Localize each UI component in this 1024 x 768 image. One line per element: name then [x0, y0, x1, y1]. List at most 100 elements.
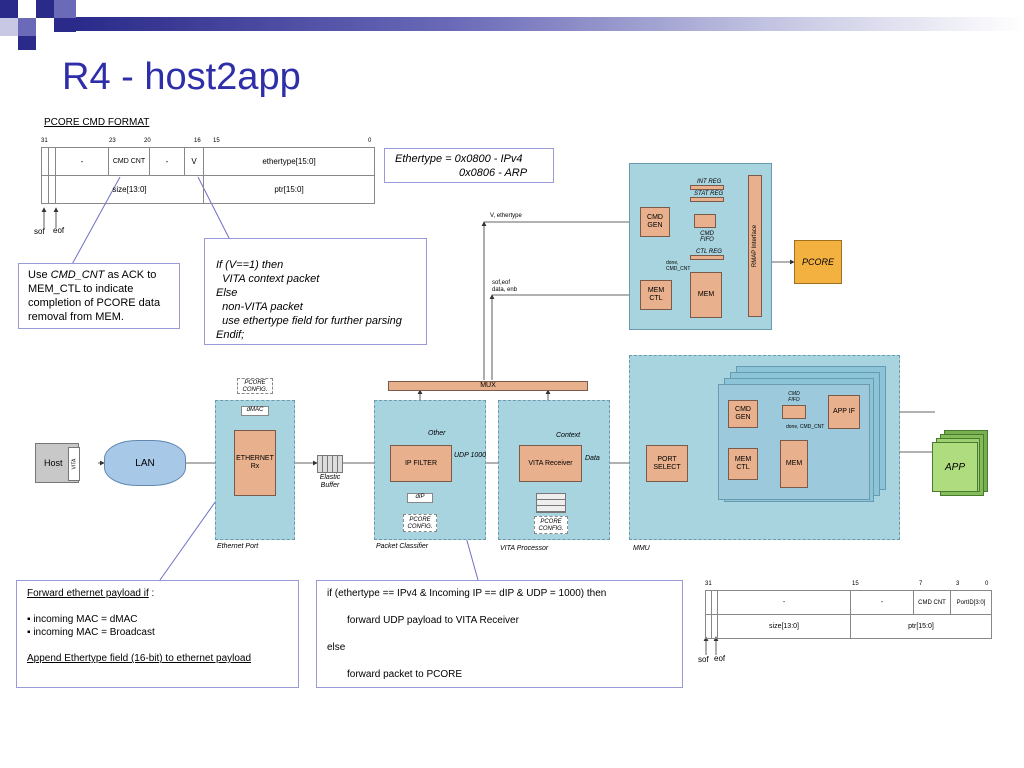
- elastic-buffer: [317, 455, 343, 473]
- ctl-reg-label: CTL REG: [696, 249, 722, 255]
- cmdcnt-pre: Use: [28, 269, 51, 281]
- header-square: [54, 0, 76, 18]
- ctl-reg-block: [690, 255, 724, 260]
- forward-item: ▪ incoming MAC = Broadcast: [27, 627, 155, 638]
- pc-pcore-config: PCORE CONFIG.: [403, 514, 437, 532]
- ethertype-note: Ethertype = 0x0800 - IPv4 0x0806 - ARP: [384, 148, 554, 183]
- ethertype-line2: 0x0806 - ARP: [459, 167, 528, 179]
- eof-label-b: eof: [714, 654, 726, 663]
- other-label: Other: [428, 430, 446, 437]
- mux-block: MUX: [388, 381, 588, 391]
- ethernet-port-label: Ethernet Port: [217, 543, 259, 550]
- pcore-block: PCORE: [794, 240, 842, 284]
- cell-dash: -: [149, 147, 185, 176]
- bit-16: 16: [194, 138, 201, 144]
- eth-pcore-config: PCORE CONFIG.: [237, 378, 273, 394]
- vita-processor-label: VITA Processor: [500, 545, 549, 552]
- app-block: APP: [932, 442, 978, 492]
- bit-7-b: 7: [919, 581, 923, 587]
- if-line: if (ethertype == IPv4 & Incoming IP == d…: [327, 588, 607, 599]
- cmd-fifo-block: [694, 214, 716, 228]
- signal-sof-eof: sof,eof: [492, 280, 511, 286]
- header-square: [18, 36, 36, 50]
- sof-label-b: sof: [698, 655, 709, 664]
- packet-classifier-label: Packet Classifier: [376, 543, 429, 550]
- int-reg-block: [690, 185, 724, 190]
- bit-31: 31: [41, 138, 48, 144]
- bit-23: 23: [109, 138, 116, 144]
- stat-reg-block: [690, 197, 724, 202]
- forward-colon: :: [148, 588, 155, 599]
- cmdcnt-post: as ACK to MEM_CTL to indicate completion…: [28, 269, 161, 323]
- signal-data-enb: data, enb: [492, 287, 518, 293]
- bit-31-b: 31: [705, 581, 712, 587]
- cmdcnt-note: Use CMD_CNT as ACK to MEM_CTL to indicat…: [18, 263, 180, 329]
- forward-item: ▪ incoming MAC = dMAC: [27, 614, 138, 625]
- data-label: Data: [585, 455, 600, 462]
- bit-0: 0: [368, 138, 372, 144]
- cmd-gen-block: CMD GEN: [640, 207, 670, 237]
- ip-filter-block: IP FILTER: [390, 445, 452, 482]
- bit-3-b: 3: [956, 581, 960, 587]
- cell-ptr-b: ptr[15:0]: [850, 614, 992, 639]
- bit-15: 15: [213, 138, 220, 144]
- elastic-buffer-label: Elastic Buffer: [319, 474, 341, 489]
- cell-portid: PortID[3:0]: [950, 590, 992, 615]
- bit-15-b: 15: [852, 581, 859, 587]
- signal-v-ethertype: V, ethertype: [490, 213, 522, 219]
- vp-pcore-config: PCORE CONFIG.: [534, 516, 568, 534]
- header-square: [0, 18, 18, 36]
- cell-ethertype: ethertype[15:0]: [203, 147, 375, 176]
- cell-size-b: size[13:0]: [717, 614, 851, 639]
- vita-buffer: [536, 493, 566, 513]
- cell-dash: -: [850, 590, 914, 615]
- mmu-cmd-fifo-block: [782, 405, 806, 419]
- format-table-bottom: - - CMD CNT PortID[3:0] size[13:0] ptr[1…: [705, 590, 992, 639]
- int-reg-label: INT REG: [697, 179, 722, 185]
- vita-line: Endif;: [216, 329, 245, 341]
- ethertype-line1: Ethertype = 0x0800 - IPv4: [395, 153, 523, 165]
- bit-20: 20: [144, 138, 151, 144]
- header-square: [0, 0, 18, 18]
- cmd-fifo-label: CMD FIFO: [700, 231, 714, 243]
- mem-ctl-block: MEM CTL: [640, 280, 672, 310]
- header-square: [54, 18, 76, 32]
- header-square: [18, 18, 36, 36]
- mmu-done-label: done, CMD_CNT: [786, 424, 825, 430]
- done-label: done, CMD_CNT: [666, 260, 691, 272]
- vita-tag: VITA: [68, 447, 80, 481]
- cell-dash: -: [717, 590, 851, 615]
- mmu-cmd-fifo-label: CMD FIFO: [788, 391, 800, 403]
- cell-cmdcnt: CMD CNT: [108, 147, 150, 176]
- forward-append: Append Ethertype field (16-bit) to ether…: [27, 653, 252, 664]
- header-gradient-bar: [75, 17, 1024, 31]
- header-square: [36, 0, 54, 18]
- cell-v: V: [184, 147, 204, 176]
- vita-receiver-block: VITA Receiver: [519, 445, 582, 482]
- mmu-mem-block: MEM: [780, 440, 808, 488]
- dmac-box: dMAC: [241, 406, 269, 416]
- vita-line: VITA context packet: [216, 273, 320, 285]
- forward-title: Forward ethernet payload if: [27, 588, 149, 599]
- udp-label: UDP 1000: [454, 452, 487, 459]
- cmdcnt-em: CMD_CNT: [50, 269, 105, 281]
- port-select-block: PORT SELECT: [646, 445, 688, 482]
- cell-cmdcnt-b: CMD CNT: [913, 590, 951, 615]
- if-line: else: [327, 642, 346, 653]
- mmu-cmd-gen-block: CMD GEN: [728, 400, 758, 428]
- format-heading: PCORE CMD FORMAT: [44, 117, 150, 128]
- dip-box: dIP: [407, 493, 433, 503]
- eof-label: eof: [53, 226, 65, 235]
- sof-label: sof: [34, 227, 45, 236]
- bit-0-b: 0: [985, 581, 989, 587]
- rmap-interface-block: RMAP Interface: [748, 175, 762, 317]
- format-table-top: - CMD CNT - V ethertype[15:0] size[13:0]…: [41, 147, 375, 204]
- cell-size: size[13:0]: [55, 175, 204, 204]
- if-line: forward UDP payload to VITA Receiver: [347, 615, 519, 626]
- lan-cloud: LAN: [104, 440, 186, 486]
- forward-note: Forward ethernet payload if : ▪ incoming…: [16, 580, 299, 688]
- if-note: if (ethertype == IPv4 & Incoming IP == d…: [316, 580, 683, 688]
- context-label: Context: [556, 432, 581, 439]
- vita-line: Else: [216, 287, 238, 299]
